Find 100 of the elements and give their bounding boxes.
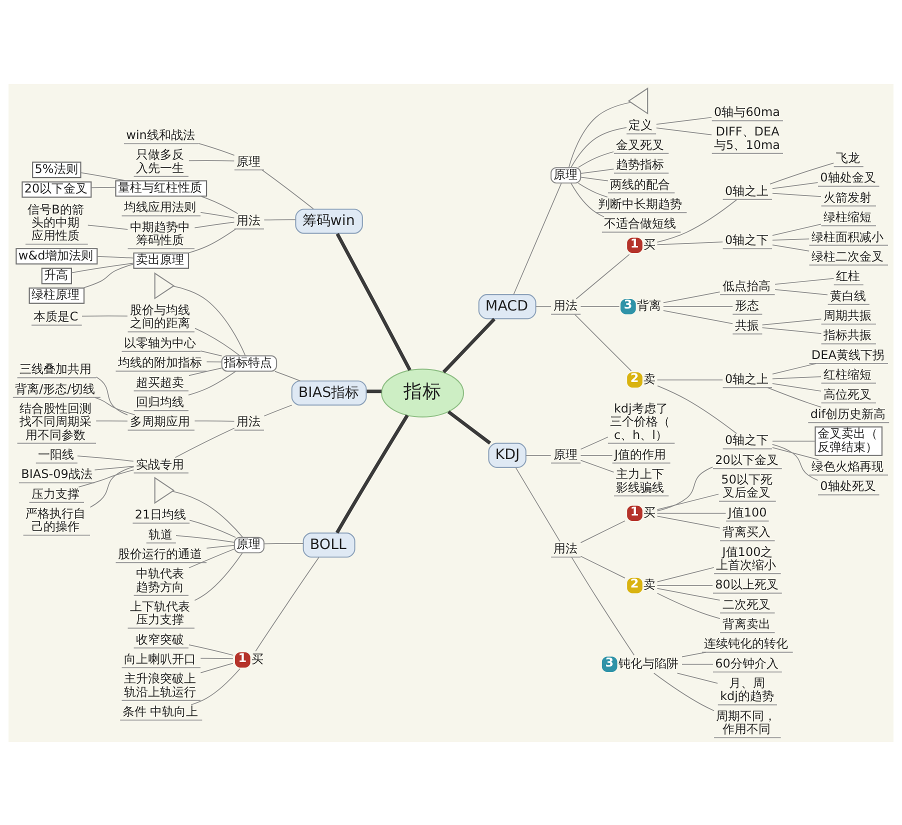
node-ellipse: 指标 xyxy=(381,368,464,417)
connector xyxy=(580,520,626,543)
connector xyxy=(96,255,134,258)
connector xyxy=(580,555,626,578)
node-text: 股价与均线之间的距离 xyxy=(130,302,190,330)
connector xyxy=(656,592,720,618)
connector xyxy=(174,427,235,458)
node-text: 中期趋势中筹码性质 xyxy=(130,219,190,247)
node-box: 升高 xyxy=(41,267,72,284)
node-text: 红柱缩短 xyxy=(823,367,872,382)
node-box: MACD xyxy=(478,294,536,319)
connector xyxy=(656,126,712,135)
connector xyxy=(172,285,246,356)
connector xyxy=(772,446,819,460)
connector xyxy=(264,404,292,416)
node-text: 主力上下影线骗线 xyxy=(616,466,664,494)
connector xyxy=(442,317,496,373)
connector xyxy=(535,306,552,307)
connector xyxy=(255,556,320,652)
node-text: 用法 xyxy=(553,541,578,556)
connector xyxy=(194,221,235,228)
node-text: 用法 xyxy=(236,414,261,428)
node-box: w&d增加法则 xyxy=(16,248,98,264)
connector xyxy=(94,396,136,415)
node-text: 收窄突破 xyxy=(136,632,184,646)
node-text: 0轴之上 xyxy=(725,183,769,198)
node-box: 20以下金叉 xyxy=(22,180,92,198)
node-box: 量柱与红柱性质 xyxy=(115,180,208,196)
connector xyxy=(656,493,720,510)
node-text: 形态 xyxy=(734,298,759,312)
connector xyxy=(772,440,816,442)
node-text: 中轨代表趋势方向 xyxy=(136,566,184,594)
connector xyxy=(176,534,235,542)
node-box: 指标特点 xyxy=(221,354,278,372)
connector xyxy=(188,228,236,253)
node-text: 均线的附加指标 xyxy=(118,355,202,370)
connector xyxy=(200,195,238,214)
node-text: 以零轴为中心 xyxy=(124,335,196,350)
connector xyxy=(194,327,240,356)
connector xyxy=(656,584,714,586)
connector xyxy=(767,386,822,408)
connector xyxy=(656,512,726,514)
node-text: 0轴之下 xyxy=(725,232,769,247)
node-text: J值100 xyxy=(728,504,767,519)
node-text: 本质是C xyxy=(34,309,78,324)
node-text: 背离/形态/切线 xyxy=(15,381,96,396)
node-text: 高位死叉 xyxy=(823,386,872,401)
connector xyxy=(772,223,822,236)
connector xyxy=(336,414,409,534)
node-text: 黄白线 xyxy=(830,288,866,302)
connector xyxy=(663,310,734,324)
connector xyxy=(580,436,608,450)
connector xyxy=(78,468,134,488)
node-box: KDJ xyxy=(488,442,526,468)
connector xyxy=(676,672,718,684)
node-text: 结合股性回测找不同周期采用不同参数 xyxy=(19,401,92,442)
connector xyxy=(570,182,604,217)
node-label: 钝化与陷阱 xyxy=(618,656,678,670)
node-box: BIAS指标 xyxy=(291,380,367,406)
node-text: 定义 xyxy=(628,118,653,132)
node-text: BIAS-09战法 xyxy=(21,466,92,481)
connector xyxy=(526,454,552,456)
connector xyxy=(264,542,304,544)
connector xyxy=(198,142,235,156)
connector xyxy=(568,101,632,168)
node-text: 周期共振 xyxy=(823,308,872,322)
node-text: 连续钝化的转化 xyxy=(704,636,788,650)
connector xyxy=(172,490,244,538)
connector xyxy=(772,244,810,251)
node-box: 5%法则 xyxy=(32,161,82,178)
node-text: 均线应用法则 xyxy=(124,200,196,214)
connector xyxy=(188,548,235,568)
connector xyxy=(87,224,128,230)
node-box: 卖出原理 xyxy=(133,252,190,268)
node-text: 三线叠加共用 xyxy=(19,362,92,376)
connector xyxy=(188,160,235,161)
connector xyxy=(682,663,714,664)
node-triangle xyxy=(628,86,648,114)
node-label: 买 xyxy=(251,652,264,666)
node-text: 轨道 xyxy=(148,526,173,541)
connector xyxy=(656,116,712,124)
connector xyxy=(96,376,128,415)
node-box: 原理 xyxy=(234,536,265,553)
connector xyxy=(682,651,706,657)
node-label: 买 xyxy=(644,504,656,519)
node-text: 实战专用 xyxy=(136,456,184,471)
node-text: 多周期应用 xyxy=(130,414,190,428)
connector xyxy=(206,360,222,362)
node-text: 21日均线 xyxy=(134,507,186,522)
node-label: 买 xyxy=(644,236,656,251)
connector xyxy=(772,362,816,374)
node-text: win线和战法 xyxy=(126,128,195,142)
node-text: 两线的配合 xyxy=(610,176,670,191)
connector xyxy=(663,306,734,307)
connector xyxy=(580,459,614,472)
node-text: 向上喇叭开口 xyxy=(124,652,196,666)
node-label: 卖 xyxy=(644,371,656,386)
node-text: 50以下死叉后金叉 xyxy=(721,472,772,500)
node-text: 80以上死叉 xyxy=(715,577,778,592)
node-text: J值100之上首次缩小 xyxy=(716,544,776,572)
